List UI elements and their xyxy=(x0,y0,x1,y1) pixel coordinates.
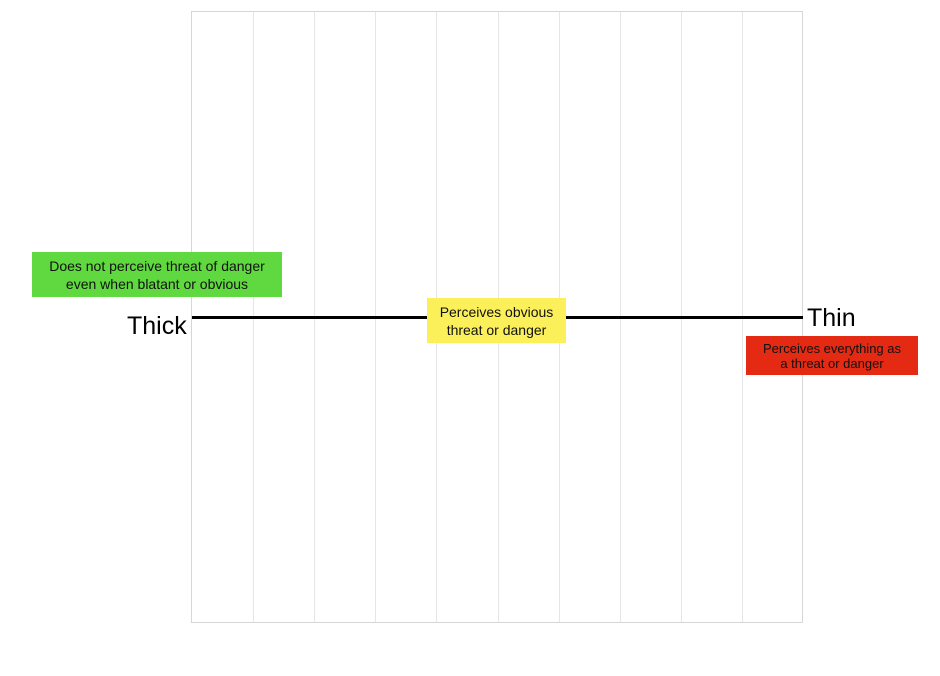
yellow-box-text: Perceives obvious threat or danger xyxy=(439,303,554,338)
label-thick: Thick xyxy=(127,312,187,340)
red-box-text: Perceives everything as a threat or dang… xyxy=(762,340,901,371)
red-box: Perceives everything as a threat or dang… xyxy=(746,336,918,375)
label-thin: Thin xyxy=(807,304,856,332)
green-box-text: Does not perceive threat of danger even … xyxy=(49,257,265,292)
green-box: Does not perceive threat of danger even … xyxy=(32,252,282,297)
yellow-box: Perceives obvious threat or danger xyxy=(427,298,566,343)
